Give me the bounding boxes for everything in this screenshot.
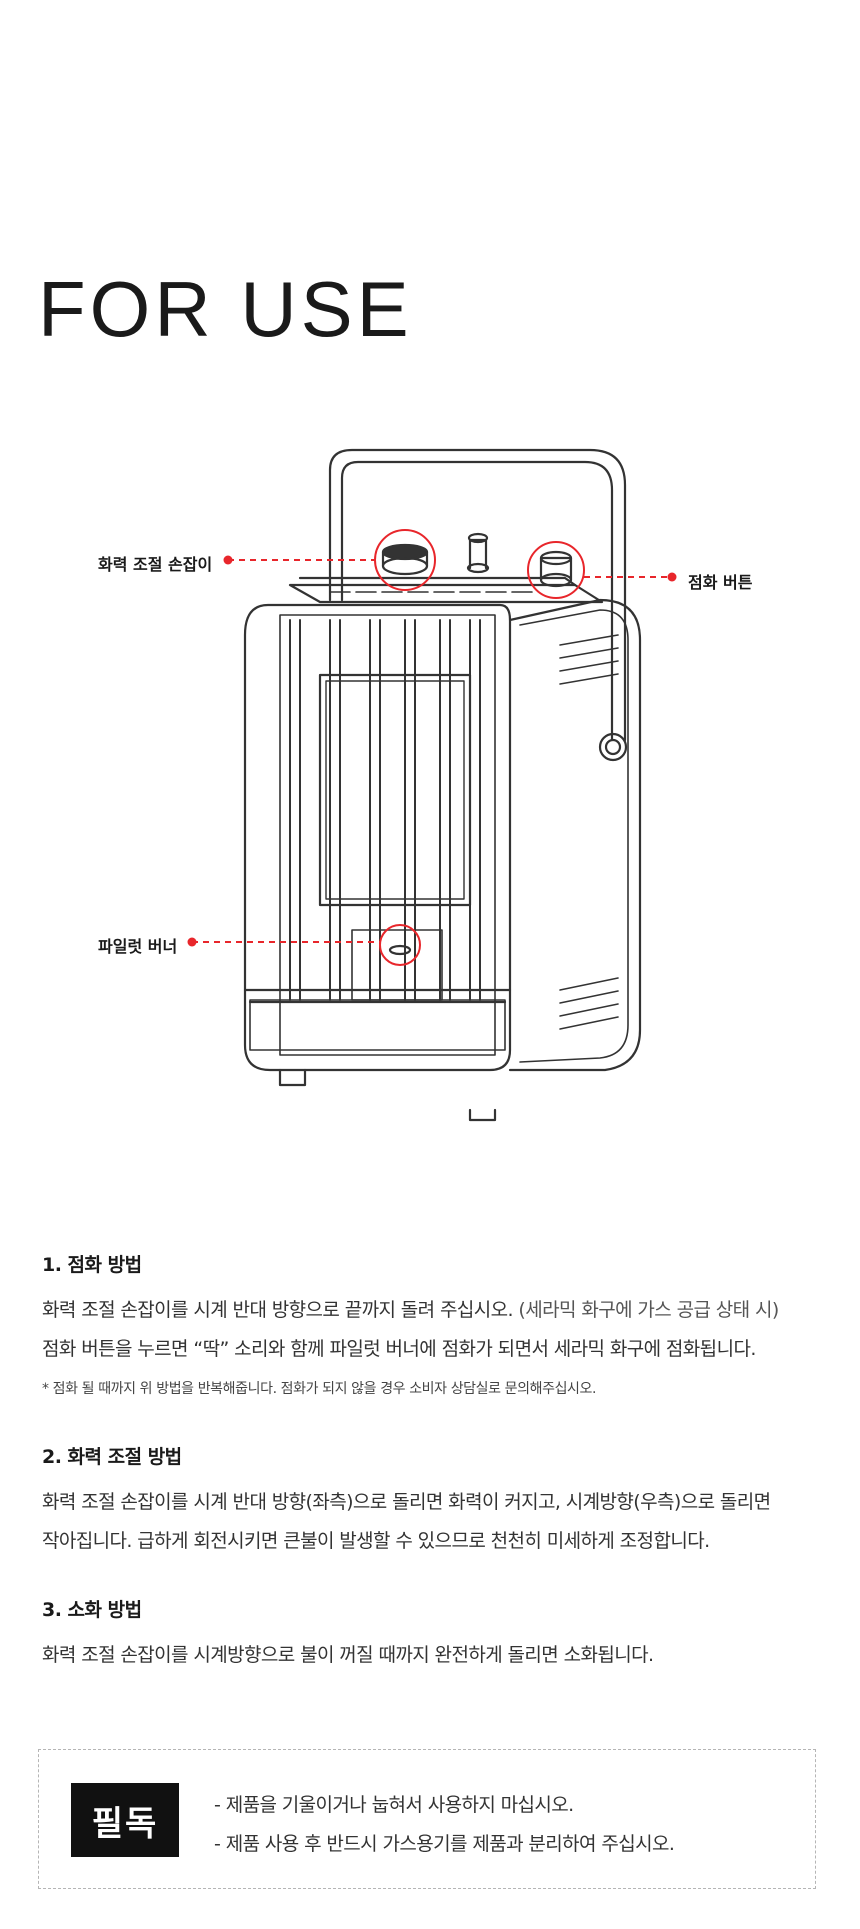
- page-title: FOR USE: [38, 265, 413, 353]
- pilot-callout-label: 파일럿 버너: [98, 937, 178, 956]
- must-read-badge: 필독: [71, 1783, 179, 1857]
- section-ignition: 1. 점화 방법 화력 조절 손잡이를 시계 반대 방향으로 끝까지 돌려 주십…: [42, 1250, 842, 1401]
- must-read-box: 필독 - 제품을 기울이거나 눕혀서 사용하지 마십시오. - 제품 사용 후 …: [38, 1749, 816, 1889]
- section-text: 화력 조절 손잡이를 시계 반대 방향(좌측)으로 돌리면 화력이 커지고, 시…: [42, 1491, 771, 1513]
- section-heading: 3. 소화 방법: [42, 1599, 142, 1621]
- section-text: 화력 조절 손잡이를 시계 반대 방향으로 끝까지 돌려 주십시오. (세라믹 …: [42, 1299, 779, 1321]
- heater-illustration: [187, 448, 677, 1122]
- warning-item: - 제품 사용 후 반드시 가스용기를 제품과 분리하여 주십시오.: [214, 1833, 675, 1855]
- section-heat-control: 2. 화력 조절 방법 화력 조절 손잡이를 시계 반대 방향(좌측)으로 돌리…: [42, 1442, 842, 1561]
- section-text: 작아집니다. 급하게 회전시키면 큰불이 발생할 수 있으므로 천천히 미세하게…: [42, 1530, 710, 1552]
- knob-callout-label: 화력 조절 손잡이: [98, 555, 213, 574]
- section-text: 화력 조절 손잡이를 시계방향으로 불이 꺼질 때까지 완전하게 돌리면 소화됩…: [42, 1644, 654, 1666]
- section-heading: 2. 화력 조절 방법: [42, 1446, 182, 1468]
- ignition-callout-label: 점화 버튼: [688, 573, 753, 592]
- warning-item: - 제품을 기울이거나 눕혀서 사용하지 마십시오.: [214, 1794, 574, 1816]
- section-heading: 1. 점화 방법: [42, 1254, 142, 1276]
- section-extinguish: 3. 소화 방법 화력 조절 손잡이를 시계방향으로 불이 꺼질 때까지 완전하…: [42, 1595, 842, 1675]
- warning-list: - 제품을 기울이거나 눕혀서 사용하지 마십시오. - 제품 사용 후 반드시…: [214, 1786, 675, 1864]
- section-note: * 점화 될 때까지 위 방법을 반복해줍니다. 점화가 되지 않을 경우 소비…: [42, 1381, 597, 1397]
- section-text: 점화 버튼을 누르면 “딱” 소리와 함께 파일럿 버너에 점화가 되면서 세라…: [42, 1338, 756, 1360]
